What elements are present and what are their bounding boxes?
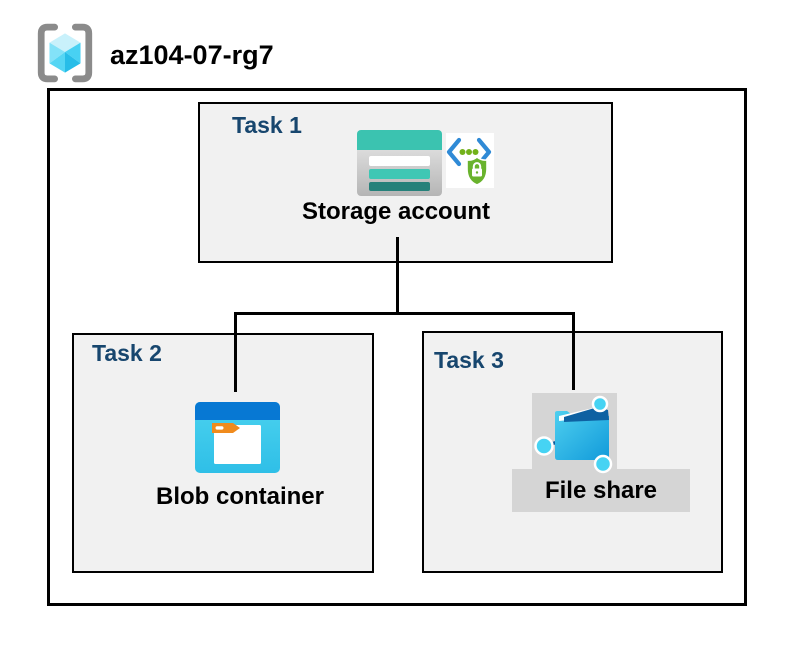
task-3-title: Task 3 xyxy=(434,347,504,373)
file-share-label-band xyxy=(512,469,690,512)
blob-container-label: Blob container xyxy=(155,483,324,510)
resource-group-icon xyxy=(37,23,93,83)
file-share-label: File share xyxy=(544,477,658,504)
file-share-icon xyxy=(534,395,613,474)
connector-to-file-share xyxy=(572,312,575,390)
task-1-title: Task 1 xyxy=(232,112,302,138)
task-1-box: Task 1 Storage acco xyxy=(198,102,613,263)
storage-account-label: Storage account xyxy=(301,198,491,225)
storage-account-icon xyxy=(357,130,442,196)
connector-storage-stem xyxy=(396,237,399,315)
connector-horizontal xyxy=(234,312,575,315)
connector-to-blob-container xyxy=(234,312,237,392)
task-2-box: Task 2 Blob container xyxy=(72,333,374,573)
blob-container-icon xyxy=(195,402,280,473)
resource-group-title: az104-07-rg7 xyxy=(110,40,274,70)
secure-access-icon xyxy=(446,133,494,188)
task-2-title: Task 2 xyxy=(92,340,162,366)
